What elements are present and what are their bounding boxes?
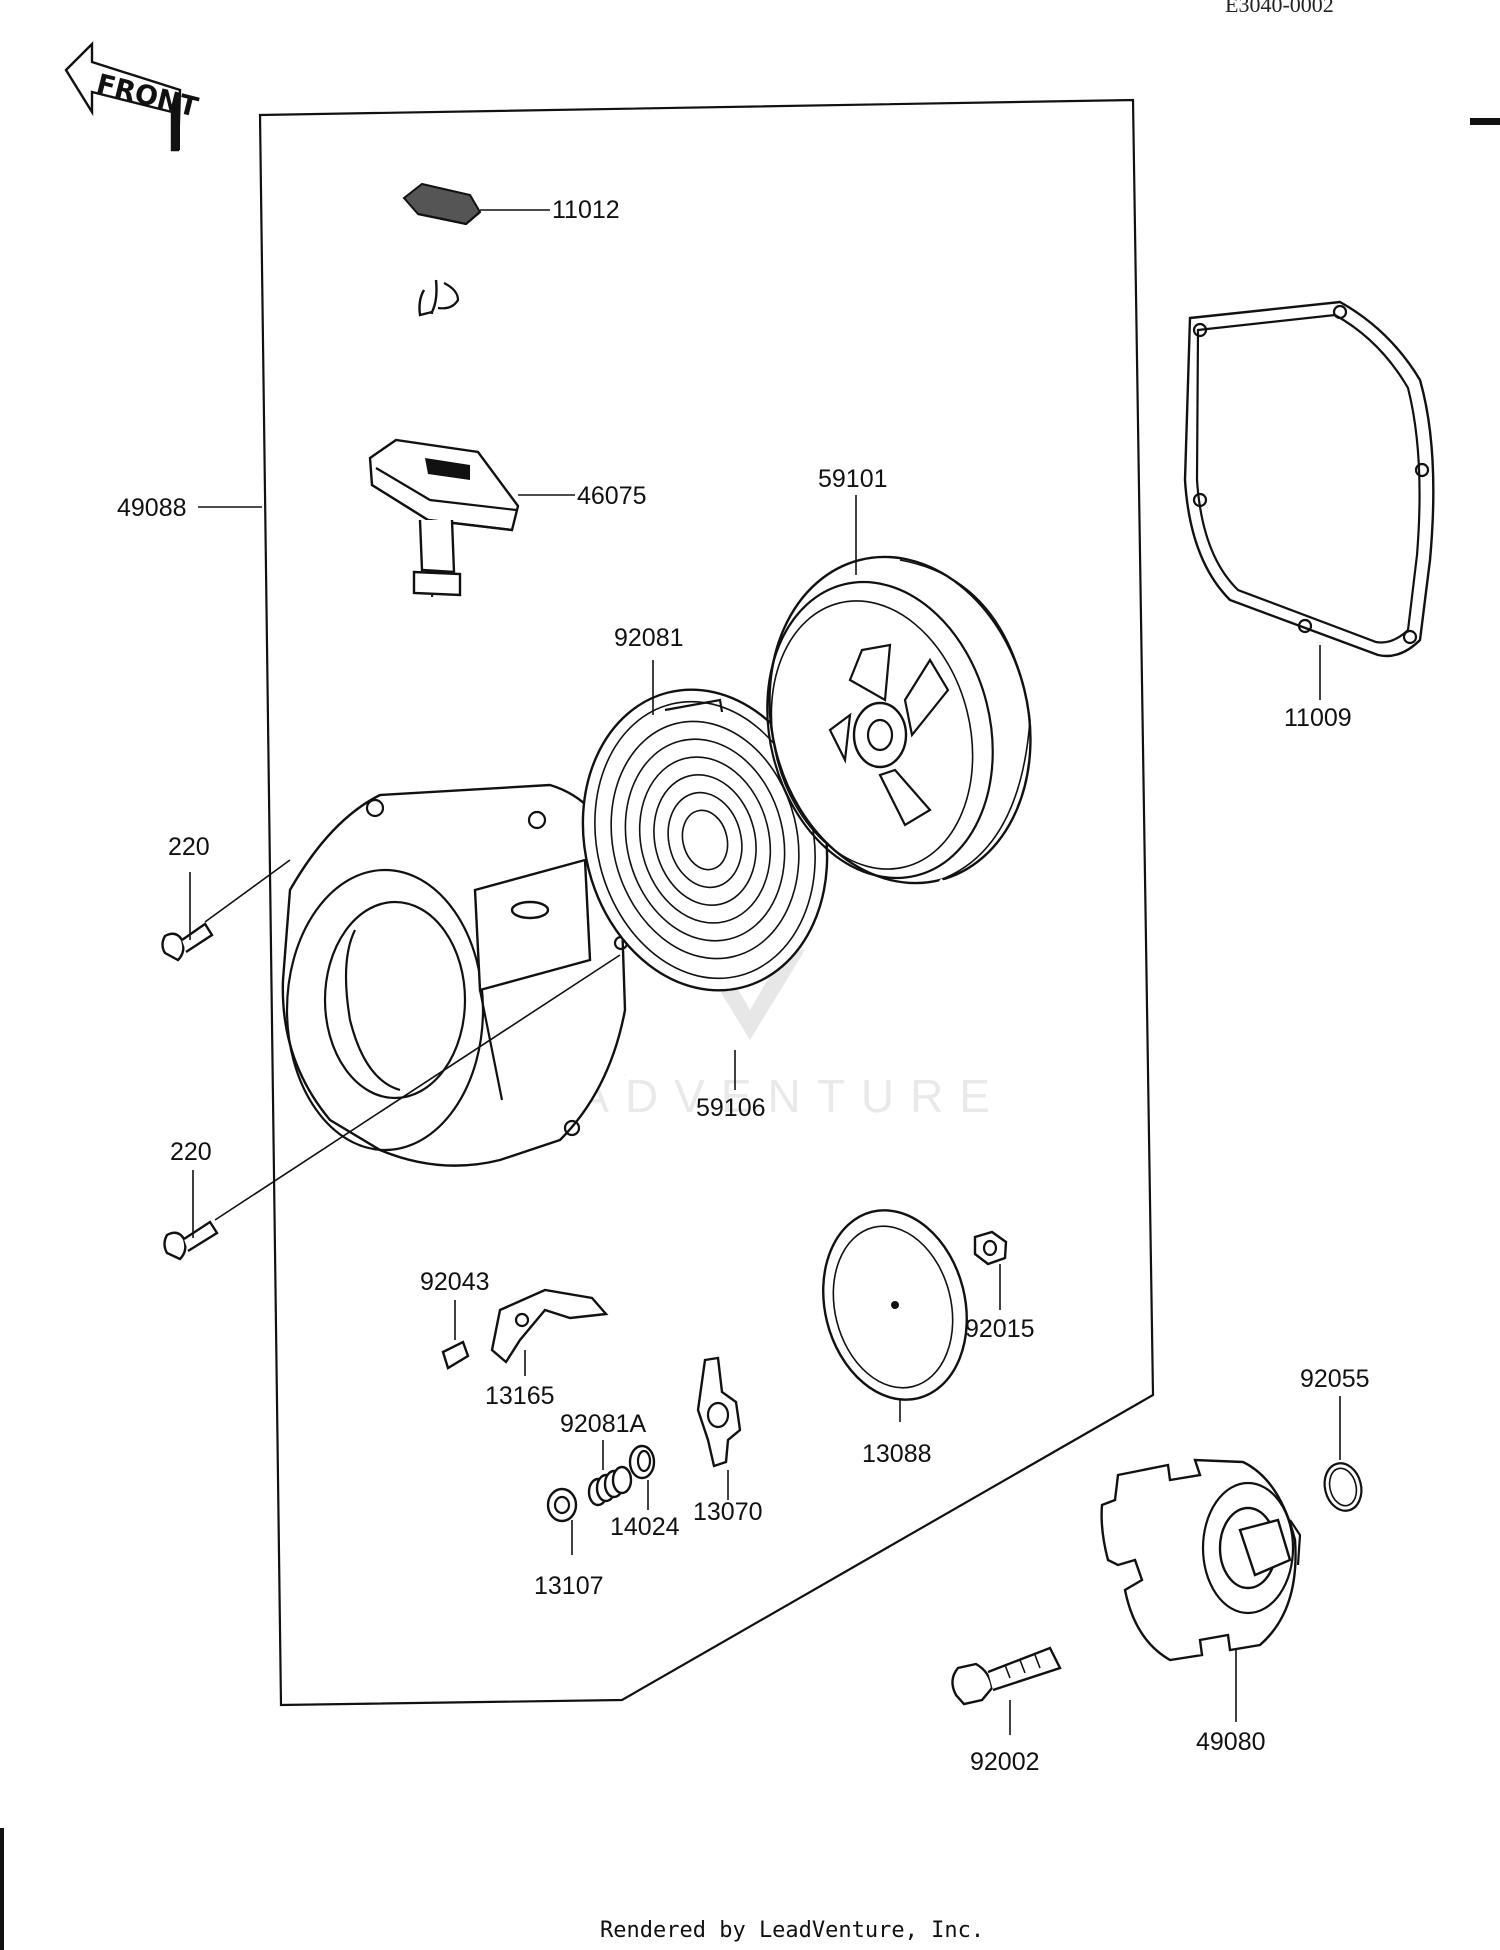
washer-14024 bbox=[628, 1444, 656, 1480]
part-label-13165: 13165 bbox=[485, 1382, 555, 1410]
front-arrow-icon: FRONT bbox=[64, 41, 202, 152]
starter-housing bbox=[281, 783, 629, 1167]
part-label-59101: 59101 bbox=[818, 465, 888, 493]
part-label-13070: 13070 bbox=[693, 1498, 763, 1526]
part-label-92043: 92043 bbox=[420, 1268, 490, 1296]
handle-cap-11012 bbox=[402, 182, 482, 226]
part-label-92055: 92055 bbox=[1300, 1365, 1370, 1393]
part-label-11012: 11012 bbox=[552, 196, 620, 224]
starter-handle-46075 bbox=[368, 438, 520, 597]
bolt-220-lower bbox=[163, 1220, 219, 1261]
reel-59101 bbox=[766, 555, 1032, 885]
plate-13088 bbox=[822, 1209, 968, 1401]
part-label-220-lower: 220 bbox=[170, 1138, 212, 1166]
assembly-boundary bbox=[258, 98, 1155, 1707]
part-label-46075: 46075 bbox=[577, 482, 647, 510]
part-label-13107: 13107 bbox=[534, 1572, 604, 1600]
bolt-220-upper bbox=[161, 922, 214, 962]
front-label: FRONT bbox=[93, 69, 201, 124]
pin-92043 bbox=[441, 1340, 470, 1370]
part-label-92081a: 92081A bbox=[560, 1410, 647, 1438]
collar-13107 bbox=[546, 1487, 578, 1523]
part-label-49080: 49080 bbox=[1196, 1728, 1266, 1756]
edge-mark-left bbox=[0, 1828, 4, 1950]
pulley-49080 bbox=[1100, 1458, 1302, 1662]
starter-rope bbox=[418, 279, 460, 450]
part-label-14024: 14024 bbox=[610, 1513, 680, 1541]
part-label-92015: 92015 bbox=[965, 1315, 1035, 1343]
edge-mark bbox=[1470, 118, 1500, 125]
part-label-92002: 92002 bbox=[970, 1748, 1040, 1776]
part-label-92081: 92081 bbox=[614, 624, 684, 652]
part-label-11009: 11009 bbox=[1284, 704, 1352, 732]
ring-92055 bbox=[1323, 1462, 1363, 1512]
part-label-49088: 49088 bbox=[117, 494, 187, 522]
part-label-59106: 59106 bbox=[696, 1094, 766, 1122]
part-label-220-upper: 220 bbox=[168, 833, 210, 861]
gasket-11009 bbox=[1183, 300, 1435, 658]
diagram-code: E3040-0002 bbox=[1225, 0, 1334, 17]
nut-92015 bbox=[973, 1230, 1008, 1266]
spring-92081a bbox=[587, 1465, 633, 1507]
part-label-13088: 13088 bbox=[862, 1440, 932, 1468]
guide-13070 bbox=[696, 1356, 742, 1468]
bolt-92002 bbox=[951, 1646, 1062, 1706]
render-credit: Rendered by LeadVenture, Inc. bbox=[600, 1918, 984, 1943]
ratchet-13165 bbox=[490, 1288, 609, 1364]
